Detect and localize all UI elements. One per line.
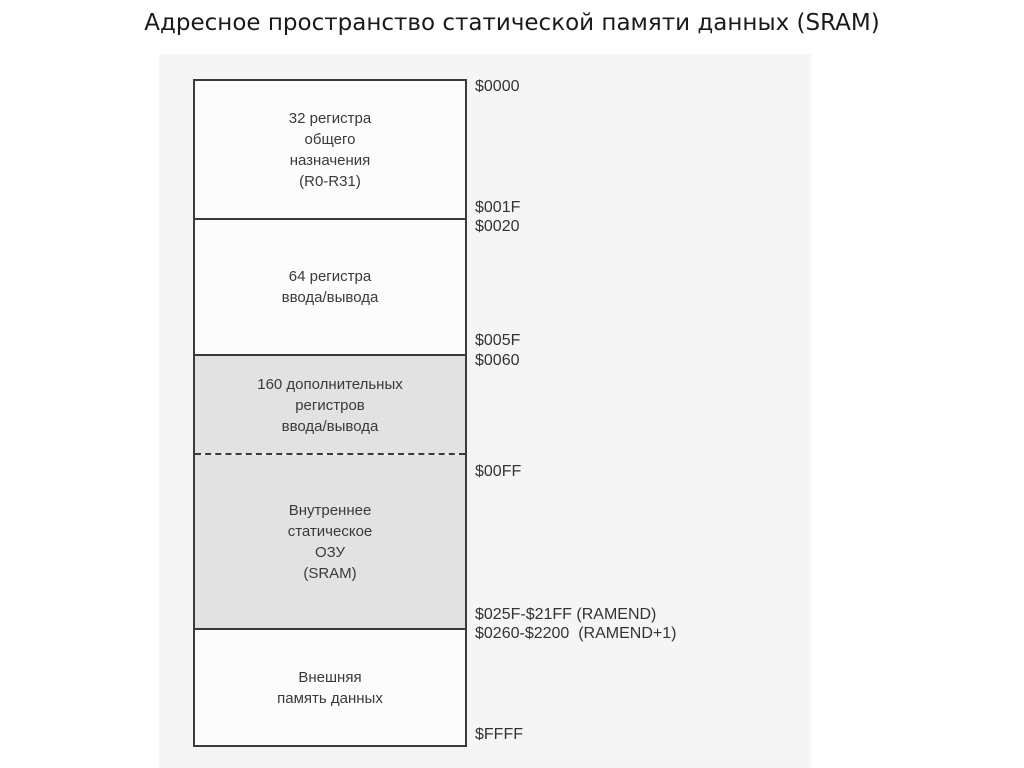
memory-map-stack: 32 регистра общего назначения (R0-R31) 6… [193, 79, 467, 747]
slide-title: Адресное пространство статической памяти… [144, 10, 880, 36]
address-label: $005F [475, 332, 521, 349]
address-label: $001F [475, 199, 521, 216]
address-label: $0060 [475, 352, 520, 369]
address-label: $00FF [475, 463, 522, 480]
address-label: $0020 [475, 218, 520, 235]
block-external-memory: Внешняя память данных [195, 628, 465, 745]
address-label: $FFFF [475, 726, 523, 743]
address-label: $0000 [475, 78, 520, 95]
address-label: $0260-$2200 (RAMEND+1) [475, 625, 677, 642]
dashed-separator [195, 453, 465, 455]
block-internal-sram: Внутреннее статическое ОЗУ (SRAM) [195, 455, 465, 629]
block-general-registers: 32 регистра общего назначения (R0-R31) [288, 109, 372, 190]
block-io-registers: 64 регистра ввода/вывода [195, 218, 465, 354]
address-label: $025F-$21FF (RAMEND) [475, 606, 657, 623]
block-extended-io-registers: 160 дополнительных регистров ввода/вывод… [195, 354, 465, 454]
